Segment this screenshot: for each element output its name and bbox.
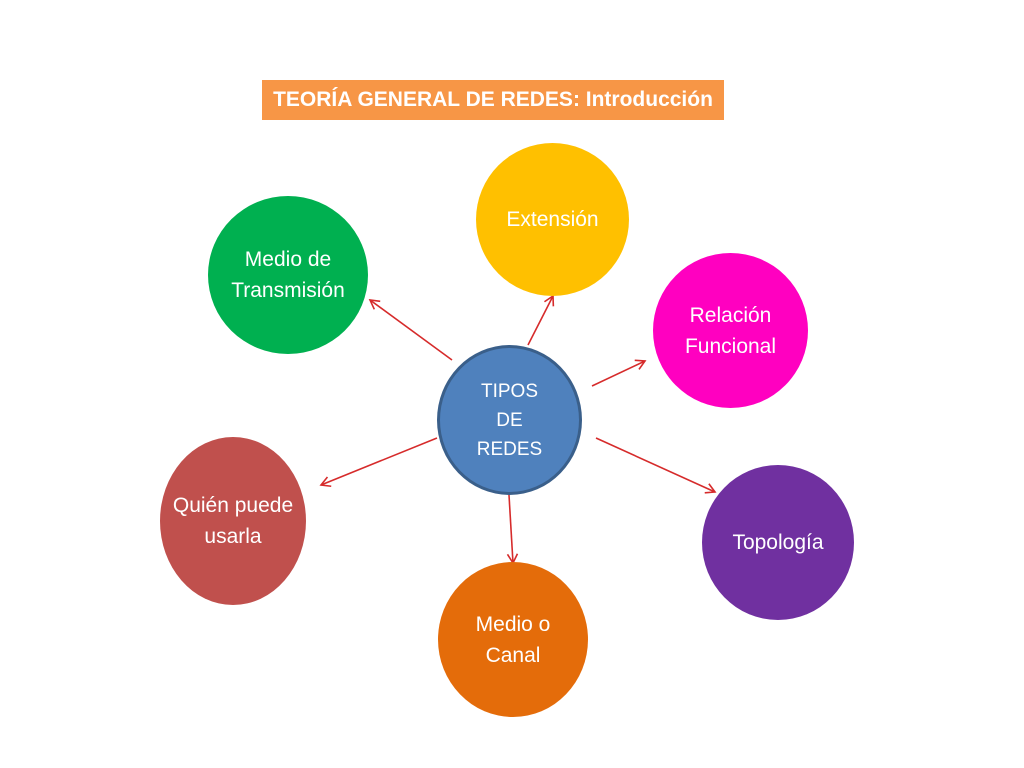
node-relacion-funcional-line-2: Funcional	[684, 334, 777, 358]
node-medio-transmision-line-2: Transmisión	[231, 279, 345, 302]
arrow-to-medio-canal	[506, 494, 519, 565]
arrow-to-extension	[527, 294, 555, 346]
node-relacion-funcional-line-1: Relación	[689, 303, 772, 327]
node-extension: Extensión	[476, 143, 629, 296]
node-extension-line-1: Extensión	[506, 208, 599, 231]
node-quien-puede-usarla: Quién puede usarla	[160, 437, 306, 605]
node-topologia: Topología	[702, 465, 854, 620]
arrow-to-medio-transmision	[368, 299, 453, 361]
node-quien-puede-usarla-line-2: usarla	[204, 525, 262, 548]
node-medio-canal-line-2: Canal	[485, 643, 541, 667]
arrow-to-relacion-funcional	[591, 359, 647, 387]
diagram-title: TEORÍA GENERAL DE REDES: Introducción	[262, 80, 724, 120]
node-tipos-de-redes: TIPOS DE REDES	[437, 345, 582, 495]
center-line-2: DE	[496, 409, 523, 431]
center-line-3: REDES	[476, 438, 543, 460]
arrow-to-quien-puede-usarla	[319, 437, 438, 488]
node-medio-transmision-line-1: Medio de	[244, 248, 332, 271]
node-medio-transmision: Medio de Transmisión	[208, 196, 368, 354]
node-medio-canal: Medio o Canal	[438, 562, 588, 717]
arrow-to-topologia	[595, 437, 717, 494]
center-line-1: TIPOS	[480, 380, 538, 402]
node-medio-canal-line-1: Medio o	[475, 612, 551, 636]
node-relacion-funcional: Relación Funcional	[653, 253, 808, 408]
node-quien-puede-usarla-line-1: Quién puede	[172, 494, 294, 517]
node-topologia-line-1: Topología	[732, 531, 824, 554]
